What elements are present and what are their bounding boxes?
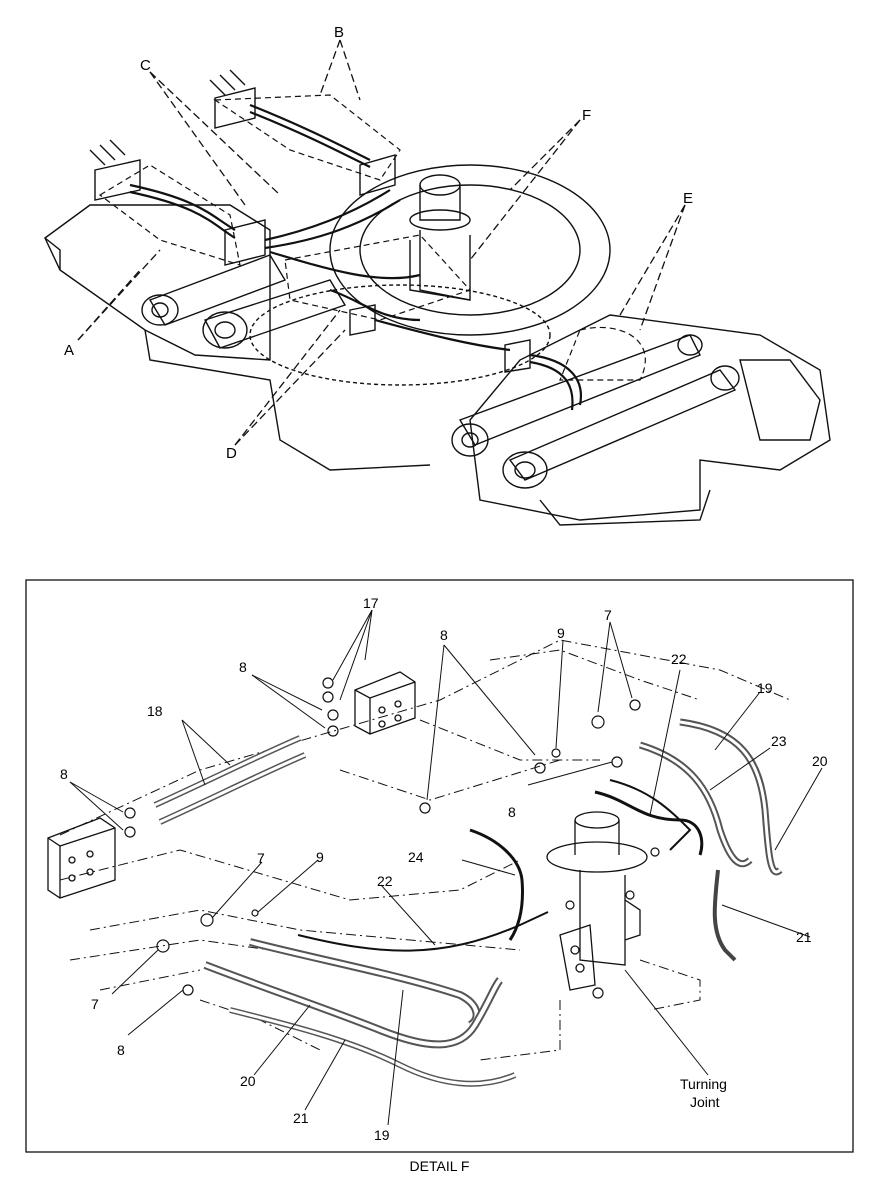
fittings	[124, 677, 660, 999]
top-callouts: B C F E A D	[64, 24, 693, 462]
callout-23: 23	[771, 733, 787, 749]
turning-joint-detail	[546, 811, 648, 991]
callout-7-c: 7	[91, 996, 99, 1012]
left-cylinders	[141, 254, 347, 349]
frame-lug-right	[739, 359, 821, 441]
callout-20-b: 20	[240, 1073, 256, 1089]
callout-8-d: 8	[508, 804, 516, 820]
callout-20-a: 20	[812, 753, 828, 769]
hose-19-top	[638, 741, 753, 868]
hose-21-right	[712, 869, 737, 962]
right-cylinders	[451, 334, 740, 489]
hose-19-bottom-core	[249, 940, 479, 1027]
phantom-frame	[59, 639, 791, 1061]
valve-handles	[89, 69, 246, 166]
hose-24	[469, 828, 524, 941]
callout-24: 24	[408, 849, 424, 865]
hose-20-bottom	[203, 961, 504, 1049]
turntable-ring-outer	[329, 164, 611, 336]
callout-18: 18	[147, 703, 163, 719]
detail-leader-lines	[69, 609, 823, 1126]
frame-bottom-right	[539, 489, 711, 526]
turntable-ring-lower	[249, 284, 551, 386]
callout-f: F	[582, 107, 591, 124]
callout-21-a: 21	[796, 929, 812, 945]
callout-7-a: 7	[604, 607, 612, 623]
detail-area-outlines	[98, 94, 646, 381]
callout-a: A	[64, 342, 74, 359]
detail-callouts: 17 8 9 7 22 19 18 8 23 20 8 8 24 7 9 22 …	[60, 595, 828, 1143]
manifold-block-top	[354, 671, 416, 735]
hose-19-top-core	[639, 743, 752, 866]
callout-9-b: 9	[316, 849, 324, 865]
carbody-frame-left	[44, 204, 271, 361]
top-leader-lines	[77, 39, 686, 446]
callout-8-e: 8	[117, 1042, 125, 1058]
carbody-frame-right	[469, 314, 831, 521]
callout-d: D	[226, 445, 237, 462]
hose-22-bottom	[297, 911, 549, 952]
turntable-ring-inner	[359, 184, 581, 316]
turning-joint-label-line2: Joint	[690, 1094, 720, 1110]
hose-20-bottom-core	[204, 963, 502, 1047]
detail-frame	[25, 579, 854, 1153]
hose-20-top-core	[679, 720, 782, 874]
callout-b: B	[334, 24, 344, 41]
callout-9-a: 9	[557, 625, 565, 641]
turning-joint-top	[409, 174, 471, 301]
hose-19-bottom	[249, 938, 481, 1029]
valve-blocks	[94, 87, 531, 373]
callout-8-a: 8	[440, 627, 448, 643]
carbody-frame-left-side	[44, 237, 61, 270]
detail-caption: DETAIL F	[409, 1158, 470, 1174]
callout-c: C	[140, 57, 151, 74]
callout-22-a: 22	[671, 651, 687, 667]
hose-21-bottom-core	[229, 1008, 516, 1086]
callout-7-b: 7	[257, 850, 265, 866]
hoses-detail	[153, 718, 783, 1087]
callout-17: 17	[363, 595, 379, 611]
turning-joint-label-line1: Turning	[680, 1076, 727, 1092]
hose-18a-core	[154, 736, 301, 807]
callout-19-b: 19	[374, 1127, 390, 1143]
callout-8-b: 8	[239, 659, 247, 675]
callout-19-a: 19	[757, 680, 773, 696]
callout-8-c: 8	[60, 766, 68, 782]
carbody-frame-bottom	[144, 329, 431, 471]
top-assembly-view	[44, 69, 831, 526]
callout-21-b: 21	[293, 1110, 309, 1126]
hose-23	[609, 779, 692, 851]
detail-view	[47, 639, 791, 1087]
callout-e: E	[683, 190, 693, 207]
callout-22-b: 22	[377, 873, 393, 889]
hose-18b-core	[159, 753, 306, 824]
hose-22-top	[594, 790, 704, 856]
top-hoses	[129, 103, 582, 411]
manifold-block-left	[47, 817, 116, 899]
